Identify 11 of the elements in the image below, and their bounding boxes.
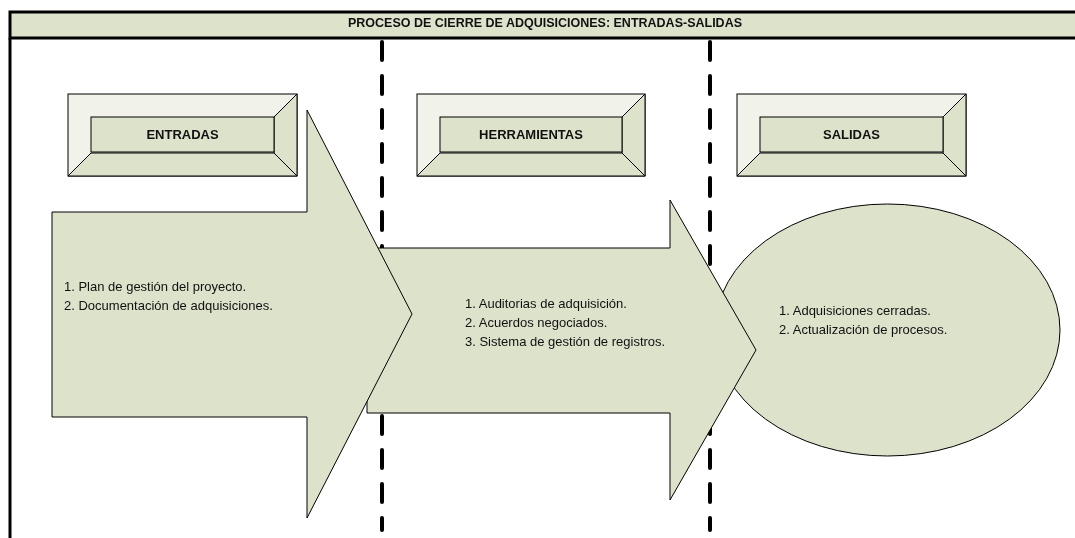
list-item: 3. Sistema de gestión de registros. (465, 333, 666, 350)
section-heading: HERRAMIENTAS (478, 127, 584, 142)
list-item: 2. Actualización de procesos. (779, 321, 948, 338)
list-item: 1. Plan de gestión del proyecto. (64, 278, 247, 295)
list-item: 1. Auditorias de adquisición. (465, 295, 627, 312)
section-heading: SALIDAS (821, 127, 882, 142)
diagram-title: PROCESO DE CIERRE DE ADQUISICIONES: ENTRADAS-SALIDAS (347, 16, 743, 30)
list-item: 1. Adquisiciones cerradas. (779, 302, 931, 319)
list-item: 2. Documentación de adquisiciones. (64, 297, 273, 314)
list-item: 2. Acuerdos negociados. (465, 314, 608, 331)
section-heading: ENTRADAS (145, 127, 220, 142)
